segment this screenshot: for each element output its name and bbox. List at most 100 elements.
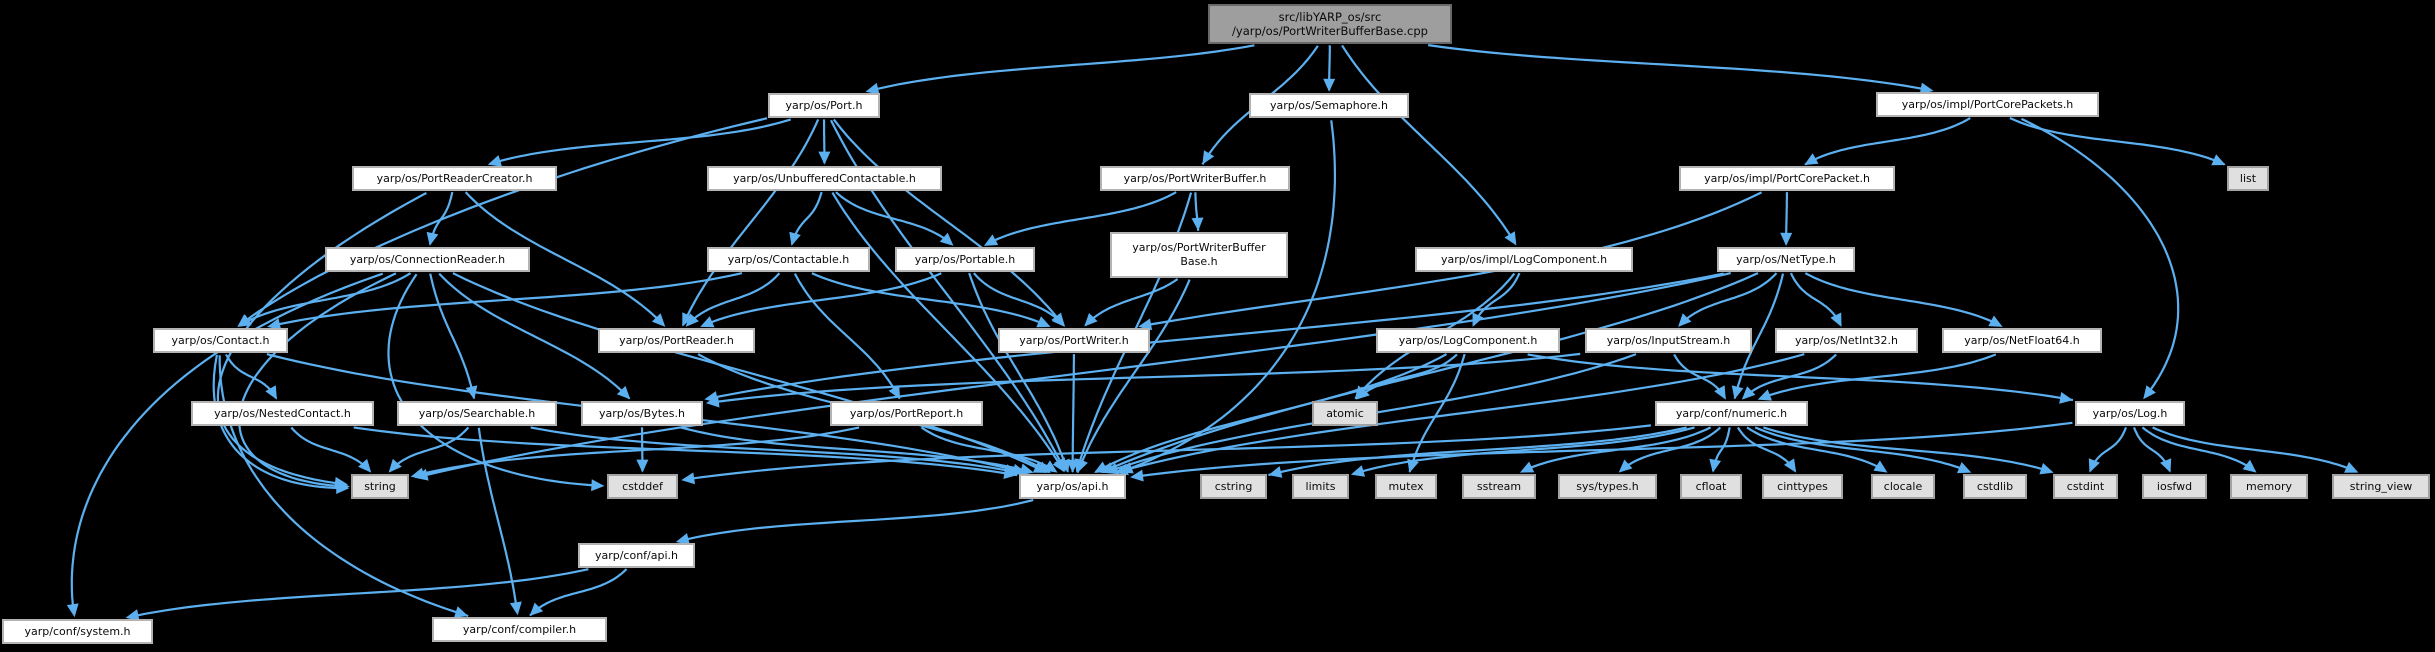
node-portreport[interactable]: yarp/os/PortReport.h — [830, 401, 983, 426]
edge-log-api — [1134, 421, 2073, 478]
edge-contact-nested — [225, 353, 278, 399]
arrowhead-main-port — [865, 82, 880, 95]
node-log[interactable]: yarp/os/Log.h — [2075, 401, 2185, 426]
node-connreader[interactable]: yarp/os/ConnectionReader.h — [325, 247, 530, 272]
arrowhead-numeric-cstdlib — [1957, 462, 1972, 474]
edge-unbuffered-contactable — [790, 191, 823, 245]
node-logcomp[interactable]: yarp/os/LogComponent.h — [1376, 328, 1560, 353]
node-confapi[interactable]: yarp/conf/api.h — [578, 543, 695, 568]
edge-log-stringview — [2152, 426, 2356, 473]
node-semaphore[interactable]: yarp/os/Semaphore.h — [1249, 93, 1409, 118]
node-bytes[interactable]: yarp/os/Bytes.h — [581, 401, 703, 426]
node-cinttypes[interactable]: cinttypes — [1762, 474, 1843, 499]
node-stringview[interactable]: string_view — [2332, 474, 2430, 499]
node-confcompiler[interactable]: yarp/conf/compiler.h — [432, 617, 607, 642]
node-pwb[interactable]: yarp/os/PortWriterBuffer.h — [1100, 166, 1290, 191]
node-port[interactable]: yarp/os/Port.h — [768, 93, 880, 118]
edge-pcpackets-pcp — [1804, 117, 1971, 166]
node-nettype[interactable]: yarp/os/NetType.h — [1717, 247, 1855, 272]
node-string[interactable]: string — [351, 474, 409, 499]
node-contact[interactable]: yarp/os/Contact.h — [153, 328, 288, 353]
node-impllogcomp[interactable]: yarp/os/impl/LogComponent.h — [1415, 247, 1633, 272]
node-limits[interactable]: limits — [1292, 474, 1349, 499]
arrowhead-logcomp-log — [2059, 392, 2073, 404]
node-portwriter[interactable]: yarp/os/PortWriter.h — [998, 328, 1150, 353]
arrowhead-nettype-api — [1100, 462, 1115, 474]
edge-pwb-portable — [986, 191, 1177, 246]
node-memory[interactable]: memory — [2230, 474, 2308, 499]
edge-port-portreader — [681, 119, 820, 326]
edge-searchable-string — [389, 426, 470, 472]
arrowhead-netint32-api — [1114, 463, 1129, 476]
node-list[interactable]: list — [2227, 166, 2269, 191]
edge-portable-portwriter — [973, 272, 1065, 327]
node-portreader[interactable]: yarp/os/PortReader.h — [598, 328, 755, 353]
edge-netfloat64-numeric — [1760, 353, 1997, 400]
node-atomic[interactable]: atomic — [1312, 401, 1378, 426]
arrowhead-searchable-string — [388, 458, 402, 473]
arrowhead-log-memory — [2242, 459, 2257, 473]
edge-nettype-numeric — [1733, 273, 1785, 399]
arrowhead-nested-string — [358, 458, 372, 473]
arrowhead-pcpackets-log — [2143, 385, 2156, 400]
edge-numeric-systypes — [1619, 426, 1722, 473]
node-systypes[interactable]: sys/types.h — [1558, 474, 1657, 499]
arrowhead-connreader-bytes — [616, 385, 631, 400]
edge-numeric-cinttypes — [1736, 426, 1797, 472]
arrowhead-numeric-cinttypes — [1784, 458, 1797, 473]
node-pwbbase[interactable]: yarp/os/PortWriterBuffer Base.h — [1110, 232, 1288, 278]
node-nested[interactable]: yarp/os/NestedContact.h — [191, 401, 374, 426]
edge-nettype-api — [1102, 272, 1759, 473]
edge-connreader-bytes — [438, 272, 631, 400]
node-clocale[interactable]: clocale — [1871, 474, 1935, 499]
edge-main-pcpackets — [1428, 44, 1926, 91]
arrowhead-netint32-numeric — [1741, 386, 1756, 400]
node-main[interactable]: src/libYARP_os/src /yarp/os/PortWriterBu… — [1208, 4, 1452, 44]
node-unbuffered[interactable]: yarp/os/UnbufferedContactable.h — [707, 166, 942, 191]
node-iosfwd[interactable]: iosfwd — [2142, 474, 2207, 499]
node-pcp[interactable]: yarp/os/impl/PortCorePacket.h — [1679, 166, 1895, 191]
arrowhead-connreader-contact — [237, 315, 252, 327]
edge-nettype-bytes — [708, 272, 1724, 400]
edge-portwriter-api — [1071, 354, 1075, 472]
node-confsystem[interactable]: yarp/conf/system.h — [2, 619, 153, 644]
edge-pcp-nettype — [1785, 192, 1788, 245]
node-cstring[interactable]: cstring — [1200, 474, 1267, 499]
arrowhead-pwb-portable — [983, 234, 999, 246]
arrowhead-logcomp-atomic — [1356, 386, 1370, 400]
arrowhead-bytes-api — [1019, 463, 1034, 476]
node-pcpackets[interactable]: yarp/os/impl/PortCorePackets.h — [1876, 92, 2099, 117]
edge-unbuffered-portable — [835, 191, 953, 246]
edge-log-memory — [2141, 426, 2256, 473]
node-prc[interactable]: yarp/os/PortReaderCreator.h — [352, 166, 557, 191]
arrowhead-contact-nested — [265, 385, 277, 400]
edge-connreader-string — [238, 272, 397, 488]
edge-pcpackets-list — [2009, 116, 2225, 166]
arrowhead-portable-portreader — [700, 316, 715, 328]
node-portable[interactable]: yarp/os/Portable.h — [895, 247, 1035, 272]
arrowhead-contact-confcompiler — [454, 606, 469, 618]
node-cstdlib[interactable]: cstdlib — [1963, 474, 2027, 499]
node-cfloat[interactable]: cfloat — [1680, 474, 1742, 499]
arrowhead-portable-api — [1058, 458, 1070, 473]
node-cstdint[interactable]: cstdint — [2053, 474, 2118, 499]
node-mutex[interactable]: mutex — [1375, 474, 1437, 499]
node-netfloat64[interactable]: yarp/os/NetFloat64.h — [1942, 328, 2102, 353]
node-sstream[interactable]: sstream — [1462, 474, 1536, 499]
node-contactable[interactable]: yarp/os/Contactable.h — [707, 247, 870, 272]
node-searchable[interactable]: yarp/os/Searchable.h — [397, 401, 557, 426]
node-netint32[interactable]: yarp/os/NetInt32.h — [1775, 328, 1918, 353]
edge-nettype-inputstream — [1678, 272, 1778, 327]
edge-numeric-cstddef — [685, 424, 1652, 481]
arrowhead-confapi-confsystem — [125, 609, 140, 621]
edge-bytes-api — [680, 426, 1029, 473]
node-cstddef[interactable]: cstddef — [607, 474, 678, 499]
node-inputstream[interactable]: yarp/os/InputStream.h — [1585, 328, 1752, 353]
node-numeric[interactable]: yarp/conf/numeric.h — [1655, 401, 1808, 426]
arrowhead-pwbbase-api — [1076, 458, 1088, 473]
edge-confapi-confsystem — [127, 568, 589, 619]
node-api[interactable]: yarp/os/api.h — [1019, 474, 1126, 499]
edge-prc-portreader — [464, 191, 664, 325]
edge-connreader-confsystem — [70, 272, 384, 615]
